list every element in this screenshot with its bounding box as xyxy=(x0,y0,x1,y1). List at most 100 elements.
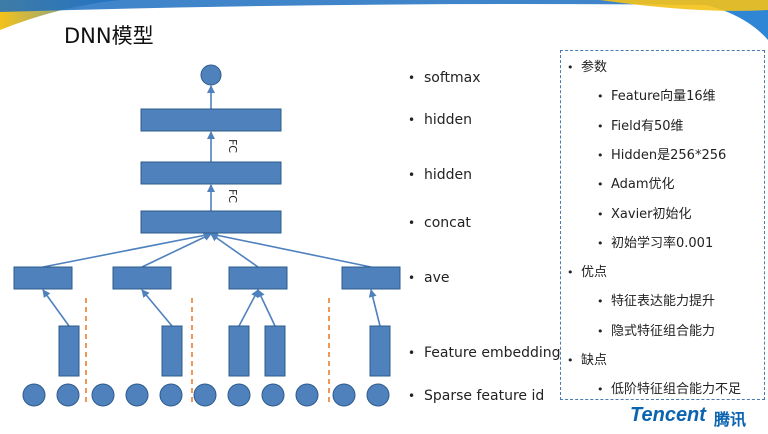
edge-embedding-to-ave xyxy=(238,289,259,327)
layer-label-text: Sparse feature id xyxy=(424,388,545,404)
panel-heading: • 参数 xyxy=(567,56,607,75)
fc-label: FC xyxy=(226,189,239,203)
panel-item: • Hidden是256*256 xyxy=(597,144,726,163)
ave-node xyxy=(341,266,401,290)
layer-label-ave: • ave xyxy=(408,270,449,286)
panel-item: • Xavier初始化 xyxy=(597,203,692,222)
edge-ave-to-concat xyxy=(42,231,212,268)
bullet-icon: • xyxy=(408,389,416,403)
bullet-icon: • xyxy=(567,61,574,74)
layer-label-text: hidden xyxy=(424,112,473,128)
bullet-icon: • xyxy=(597,207,604,221)
embedding-node xyxy=(264,325,286,377)
ave-node xyxy=(13,266,73,290)
sparse-feature-node xyxy=(227,383,251,407)
tencent-logo: Tencent xyxy=(630,404,706,426)
layer-label-embedding: • Feature embedding xyxy=(408,345,561,361)
bullet-icon: • xyxy=(408,168,416,182)
embedding-node xyxy=(161,325,183,377)
bullet-icon: • xyxy=(408,271,416,285)
layer-label-hidden1: • hidden xyxy=(408,167,472,183)
embedding-node xyxy=(228,325,250,377)
panel-item-text: 初始学习率0.001 xyxy=(611,235,714,251)
layer-label-softmax: • softmax xyxy=(408,70,481,86)
layer-label-text: hidden xyxy=(424,167,473,183)
fc-label: FC xyxy=(226,139,239,153)
hidden-layer-1-node xyxy=(140,161,282,185)
bullet-icon: • xyxy=(408,346,416,360)
hidden-layer-2-node xyxy=(140,108,282,132)
panel-item: • Feature向量16维 xyxy=(597,85,716,104)
layer-label-concat: • concat xyxy=(408,215,471,231)
panel-heading: • 优点 xyxy=(567,261,607,280)
sparse-feature-node xyxy=(56,383,80,407)
edge-embedding-to-ave xyxy=(368,289,381,327)
sparse-feature-node xyxy=(125,383,149,407)
panel-item: • Field有50维 xyxy=(597,115,684,134)
sparse-feature-node xyxy=(332,383,356,407)
parameter-panel: • 参数 • Feature向量16维 • Field有50维 • Hidden是256*25… xyxy=(560,50,765,400)
bullet-icon: • xyxy=(597,148,604,162)
panel-item-text: Field有50维 xyxy=(611,118,684,134)
embedding-node xyxy=(369,325,391,377)
panel-item-text: Hidden是256*256 xyxy=(611,147,727,163)
bullet-icon: • xyxy=(597,236,604,250)
edge-embedding-to-ave xyxy=(42,289,70,327)
edge-embedding-to-ave xyxy=(257,289,276,327)
bullet-icon: • xyxy=(597,178,604,192)
softmax-node xyxy=(200,64,222,86)
top-swoosh xyxy=(0,0,768,12)
bullet-icon: • xyxy=(597,295,604,309)
layer-label-text: Feature embedding xyxy=(424,345,561,361)
bullet-icon: • xyxy=(408,216,416,230)
bullet-icon: • xyxy=(597,119,604,133)
bullet-icon: • xyxy=(567,354,574,367)
panel-heading-text: 优点 xyxy=(581,265,608,281)
sparse-feature-node xyxy=(193,383,217,407)
concat-node xyxy=(140,210,282,234)
layer-label-sparse: • Sparse feature id xyxy=(408,388,544,404)
bullet-icon: • xyxy=(567,266,574,280)
panel-item: • 特征表达能力提升 xyxy=(597,290,715,309)
layer-label-text: softmax xyxy=(424,70,481,86)
sparse-feature-node xyxy=(295,383,319,407)
layer-label-hidden2: • hidden xyxy=(408,112,472,128)
sparse-feature-node xyxy=(91,383,115,407)
panel-item-text: Adam优化 xyxy=(611,177,675,193)
sparse-feature-node xyxy=(159,383,183,407)
layer-label-text: ave xyxy=(424,270,450,286)
sparse-feature-node xyxy=(366,383,390,407)
sparse-feature-node xyxy=(261,383,285,407)
bullet-icon: • xyxy=(597,324,604,338)
panel-item: • 低阶特征组合能力不足 xyxy=(597,378,741,397)
edge-embedding-to-ave xyxy=(141,289,173,327)
embedding-node xyxy=(58,325,80,377)
panel-item-text: 特征表达能力提升 xyxy=(611,294,716,310)
panel-heading: • 缺点 xyxy=(567,349,607,368)
panel-item: • 初始学习率0.001 xyxy=(597,232,713,251)
panel-item: • Adam优化 xyxy=(597,173,675,192)
panel-item-text: Xavier初始化 xyxy=(611,206,692,222)
sparse-feature-node xyxy=(22,383,46,407)
edge-ave-to-concat xyxy=(210,233,259,268)
layer-label-text: concat xyxy=(424,215,471,231)
edge-ave-to-concat xyxy=(210,231,372,268)
tencent-logo-cn: 腾讯 xyxy=(714,410,747,429)
edge-ave-to-concat xyxy=(141,233,212,268)
bullet-icon: • xyxy=(408,113,416,127)
panel-item: • 隐式特征组合能力 xyxy=(597,320,715,339)
bullet-icon: • xyxy=(408,71,416,85)
panel-item-text: 低阶特征组合能力不足 xyxy=(611,382,742,398)
corner-swoosh-right-yellow xyxy=(600,0,768,11)
panel-item-text: 隐式特征组合能力 xyxy=(611,323,716,339)
bullet-icon: • xyxy=(597,90,604,104)
panel-heading-text: 参数 xyxy=(581,60,608,75)
ave-node xyxy=(228,266,288,290)
ave-node xyxy=(112,266,172,290)
panel-heading-text: 缺点 xyxy=(581,353,608,368)
slide-title: DNN模型 xyxy=(64,24,154,48)
panel-item-text: Feature向量16维 xyxy=(611,89,716,105)
bullet-icon: • xyxy=(597,383,604,397)
